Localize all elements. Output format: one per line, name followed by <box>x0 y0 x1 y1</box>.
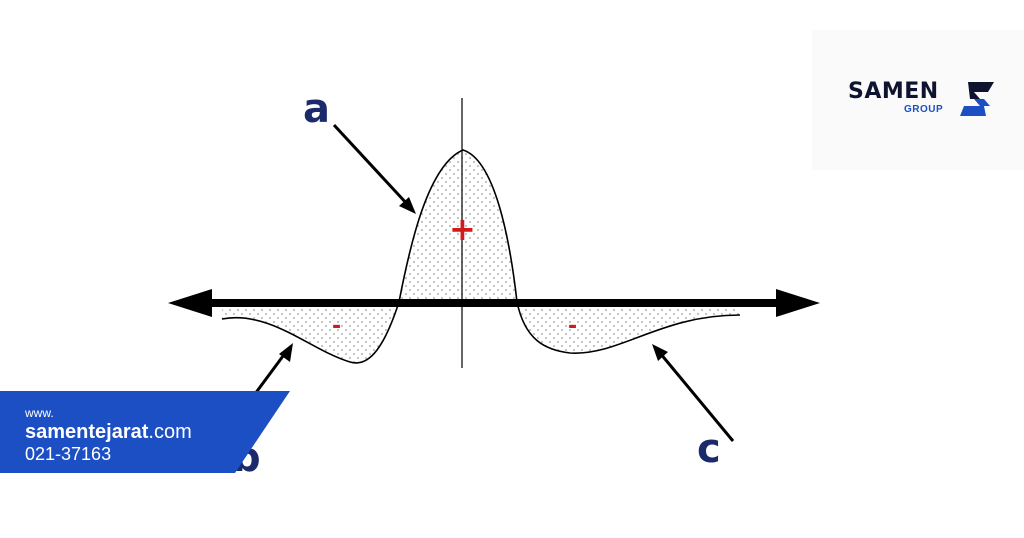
pointer-arrowhead-a-icon <box>399 197 416 214</box>
positive-sign: + <box>449 210 476 248</box>
contact-banner: www. samentejarat.com 021-37163 <box>0 391 290 473</box>
label-c: c <box>697 426 721 472</box>
left-negative-lobe-fill <box>222 302 399 363</box>
left-arrowhead-icon <box>168 289 212 317</box>
website-link[interactable]: samentejarat.com <box>25 420 192 444</box>
positive-lobe-fill <box>399 150 517 302</box>
logo-subtitle: GROUP <box>904 104 944 115</box>
left-negative-sign: - <box>332 314 341 339</box>
pointer-arrowhead-b-icon <box>279 343 293 362</box>
logo-background <box>812 30 1024 170</box>
waveform-curve <box>221 149 741 364</box>
company-logo: SAMEN GROUP <box>848 80 998 120</box>
right-negative-lobe-fill <box>517 302 740 354</box>
right-arrowhead-icon <box>776 289 820 317</box>
banner-www-text: www. <box>25 406 54 420</box>
s-logo-icon <box>960 82 994 116</box>
logo-name: SAMEN <box>848 79 939 104</box>
pointer-arrowhead-c-icon <box>652 344 668 361</box>
right-negative-sign: - <box>568 314 577 339</box>
website-name: samentejarat <box>25 421 149 443</box>
pointer-arrow-a <box>332 123 410 207</box>
label-a: a <box>303 86 330 132</box>
phone-number: 021-37163 <box>25 444 112 464</box>
pointer-arrow-c <box>658 352 735 442</box>
banner-background <box>0 391 290 473</box>
website-tld: .com <box>148 421 192 443</box>
